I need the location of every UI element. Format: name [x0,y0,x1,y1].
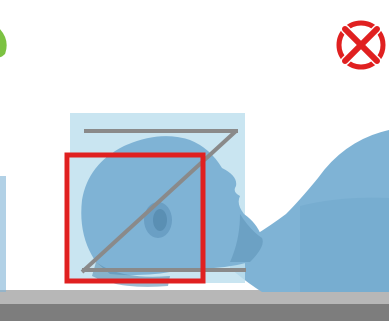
correct-check-icon [0,30,3,54]
incorrect-x-icon [339,23,383,67]
mannequin-body [230,130,389,292]
